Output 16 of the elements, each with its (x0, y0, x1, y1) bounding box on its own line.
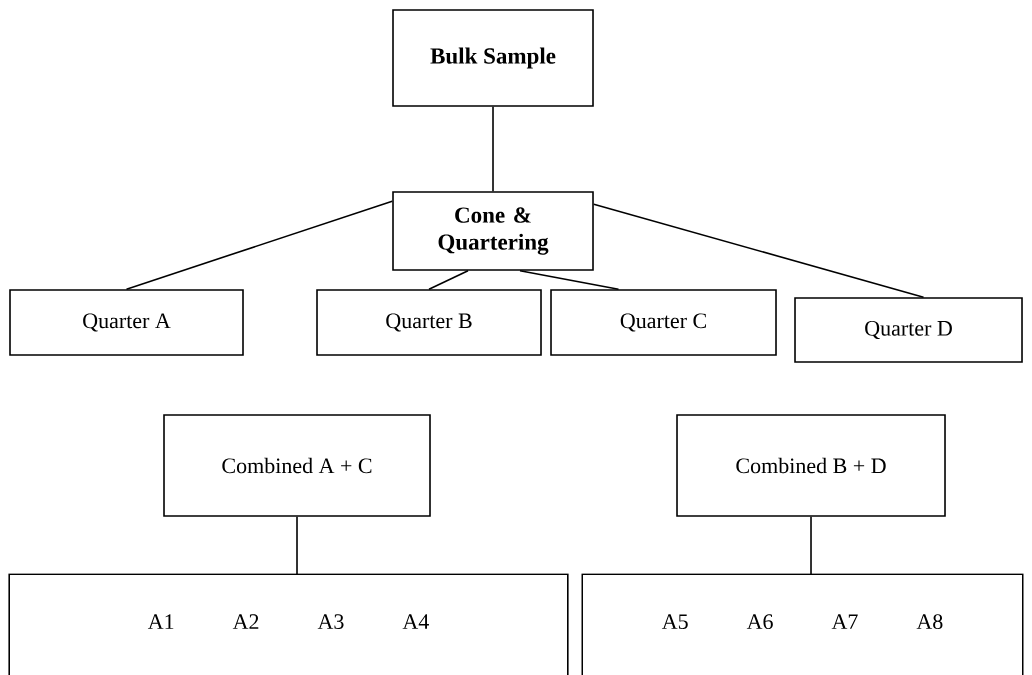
connector-line (519, 270, 620, 290)
connector-line (296, 516, 298, 575)
process-box: Quarter D (794, 297, 1023, 363)
sample-box: A1 A2 A3 A4 (8, 573, 569, 675)
process-box: Combined B + D (676, 414, 946, 517)
process-box: Combined A + C (163, 414, 431, 517)
sample-box: A5 A6 A7 A8 (581, 573, 1024, 675)
process-box: Bulk Sample (392, 9, 594, 107)
connector-line (492, 106, 494, 192)
process-box: Cone & Quartering (392, 191, 594, 271)
process-box: Quarter B (316, 289, 542, 356)
connector-line (593, 203, 925, 298)
process-box: Quarter A (9, 289, 244, 356)
connector-line (810, 516, 812, 575)
connector-line (125, 200, 393, 290)
process-box: Quarter C (550, 289, 777, 356)
